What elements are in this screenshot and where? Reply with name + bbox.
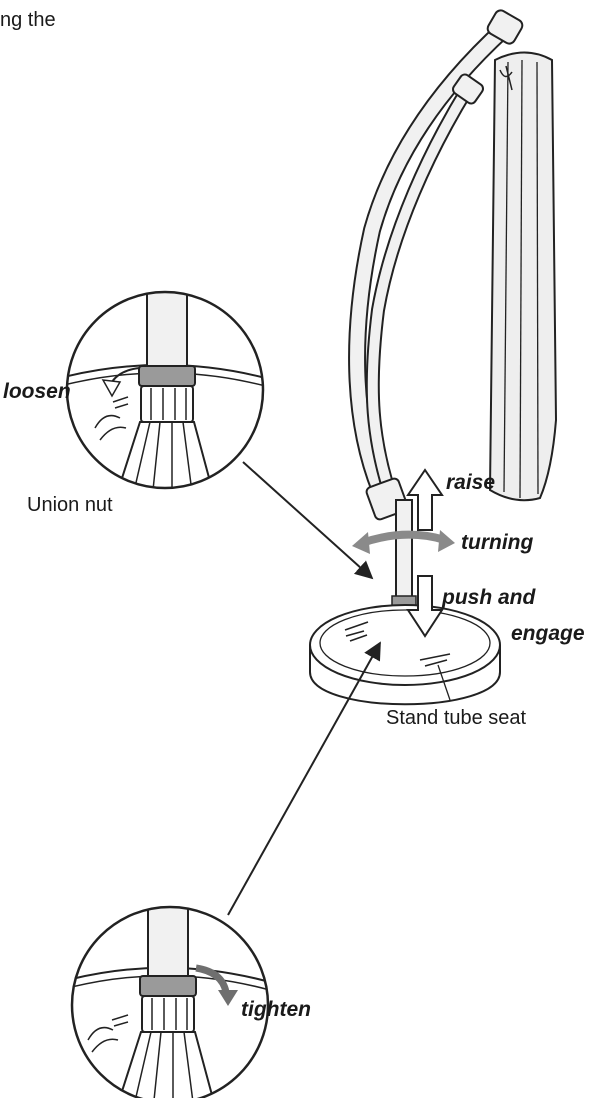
turning-arrow [352,530,455,554]
raise-label: raise [446,471,496,494]
umbrella-base [309,604,501,706]
header-text-fragment: ng the [0,9,56,31]
engage-label: engage [511,622,585,645]
turning-label: turning [461,531,534,554]
folded-canopy [488,51,558,502]
tighten-label: tighten [241,998,311,1021]
union-nut-label: Union nut [27,494,113,516]
umbrella-arm [348,9,524,521]
push-arrow [406,575,444,638]
loosen-label: loosen [3,380,71,403]
leader-lines [227,461,451,916]
push-and-label: push and [442,586,536,609]
detail-circle-loosen [65,290,265,490]
raise-arrow [406,468,444,531]
detail-circle-tighten [70,905,270,1098]
stand-tube-seat-label: Stand tube seat [386,707,527,729]
